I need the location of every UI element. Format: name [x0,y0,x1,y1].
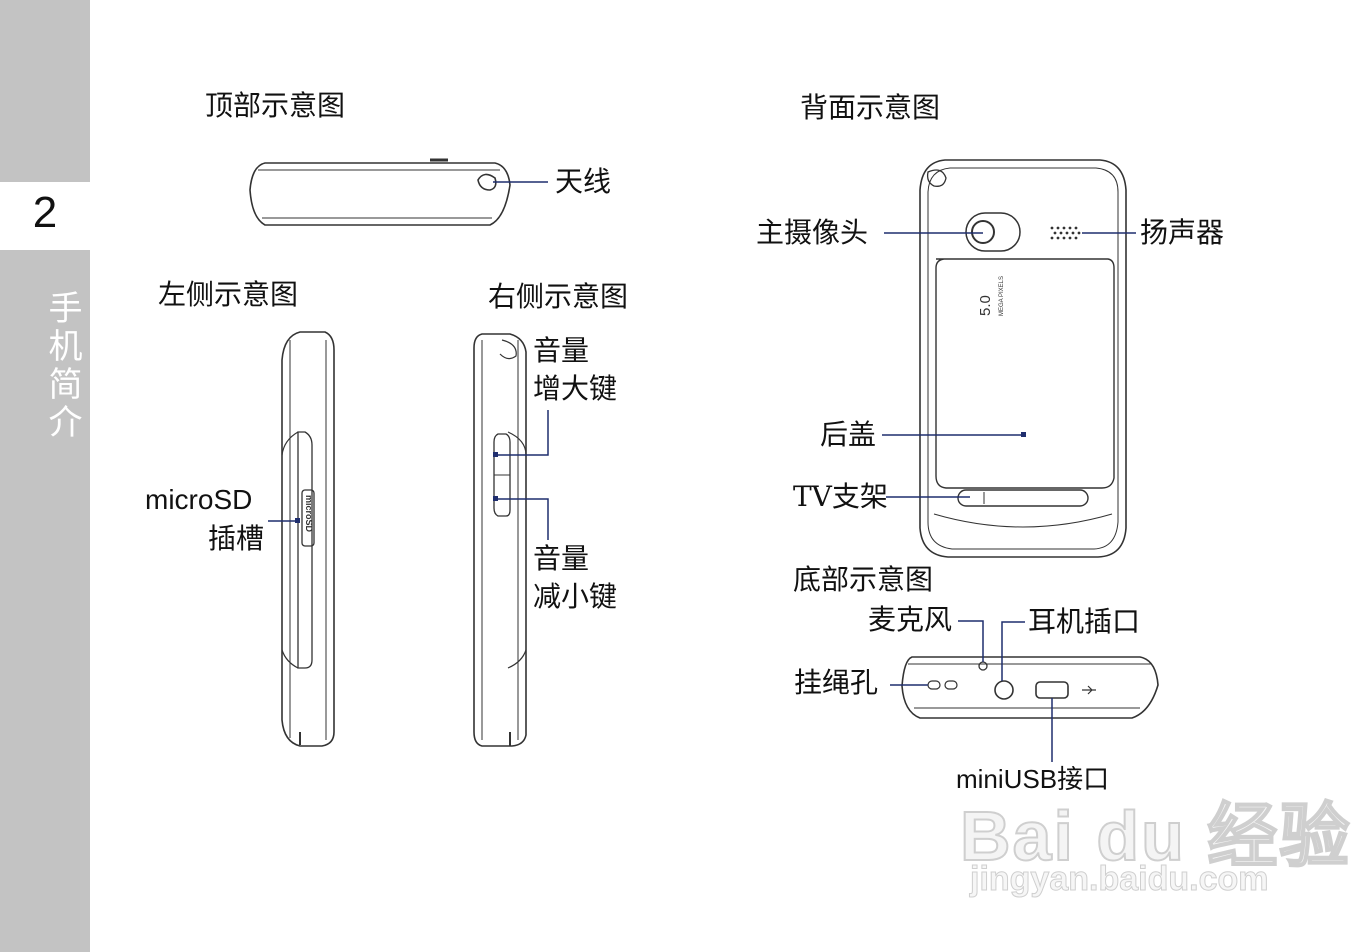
page-number-box [0,182,90,250]
speaker-grille [1050,226,1081,240]
top-view-title: 顶部示意图 [205,89,346,122]
chapter-title: 手机简介 [42,290,82,442]
microsd-slot-print: microSD [304,495,314,533]
miniusb-port-label: miniUSB接口 [956,764,1110,794]
lanyard-hole-label: 挂绳孔 [794,666,879,699]
back-cover-label: 后盖 [820,418,877,451]
volume-up-label-line2: 增大键 [533,372,618,405]
microsd-slot-label-line1: microSD [145,484,253,515]
bottom-view-drawing [901,656,1159,719]
back-view-drawing [919,159,1127,558]
back-view-title: 背面示意图 [800,91,941,124]
antenna-label: 天线 [555,165,612,198]
top-view-drawing [249,158,511,226]
camera-megapixel-print: 5.0 [977,295,994,316]
bottom-view-title: 底部示意图 [793,563,934,596]
leader-dots [295,432,1026,523]
tv-stand-label: TV支架 [793,480,888,513]
volume-down-label-line1: 音量 [533,542,590,575]
baidu-watermark: Bai du 经验 jingyan.baidu.com [959,780,1352,899]
left-view-title: 左侧示意图 [158,278,299,311]
microsd-slot-label-line2: 插槽 [208,522,265,555]
headphone-jack-label: 耳机插口 [1028,605,1141,638]
speaker-label: 扬声器 [1140,216,1225,249]
volume-up-label-line1: 音量 [533,334,590,367]
main-camera-label: 主摄像头 [756,216,869,249]
chapter-sidebar [0,0,90,952]
microphone-label: 麦克风 [868,603,953,636]
camera-megapixel-caption: MEGA PIXELS [999,276,1005,316]
leader-lines [268,181,1136,762]
volume-down-label-line2: 减小键 [533,580,618,613]
watermark-url: jingyan.baidu.com [969,860,1269,899]
left-view-drawing [281,331,335,747]
right-view-drawing [473,333,527,747]
right-view-title: 右侧示意图 [488,280,629,313]
watermark-logo: Bai du 经验 [959,796,1352,876]
page-number: 2 [32,188,58,237]
